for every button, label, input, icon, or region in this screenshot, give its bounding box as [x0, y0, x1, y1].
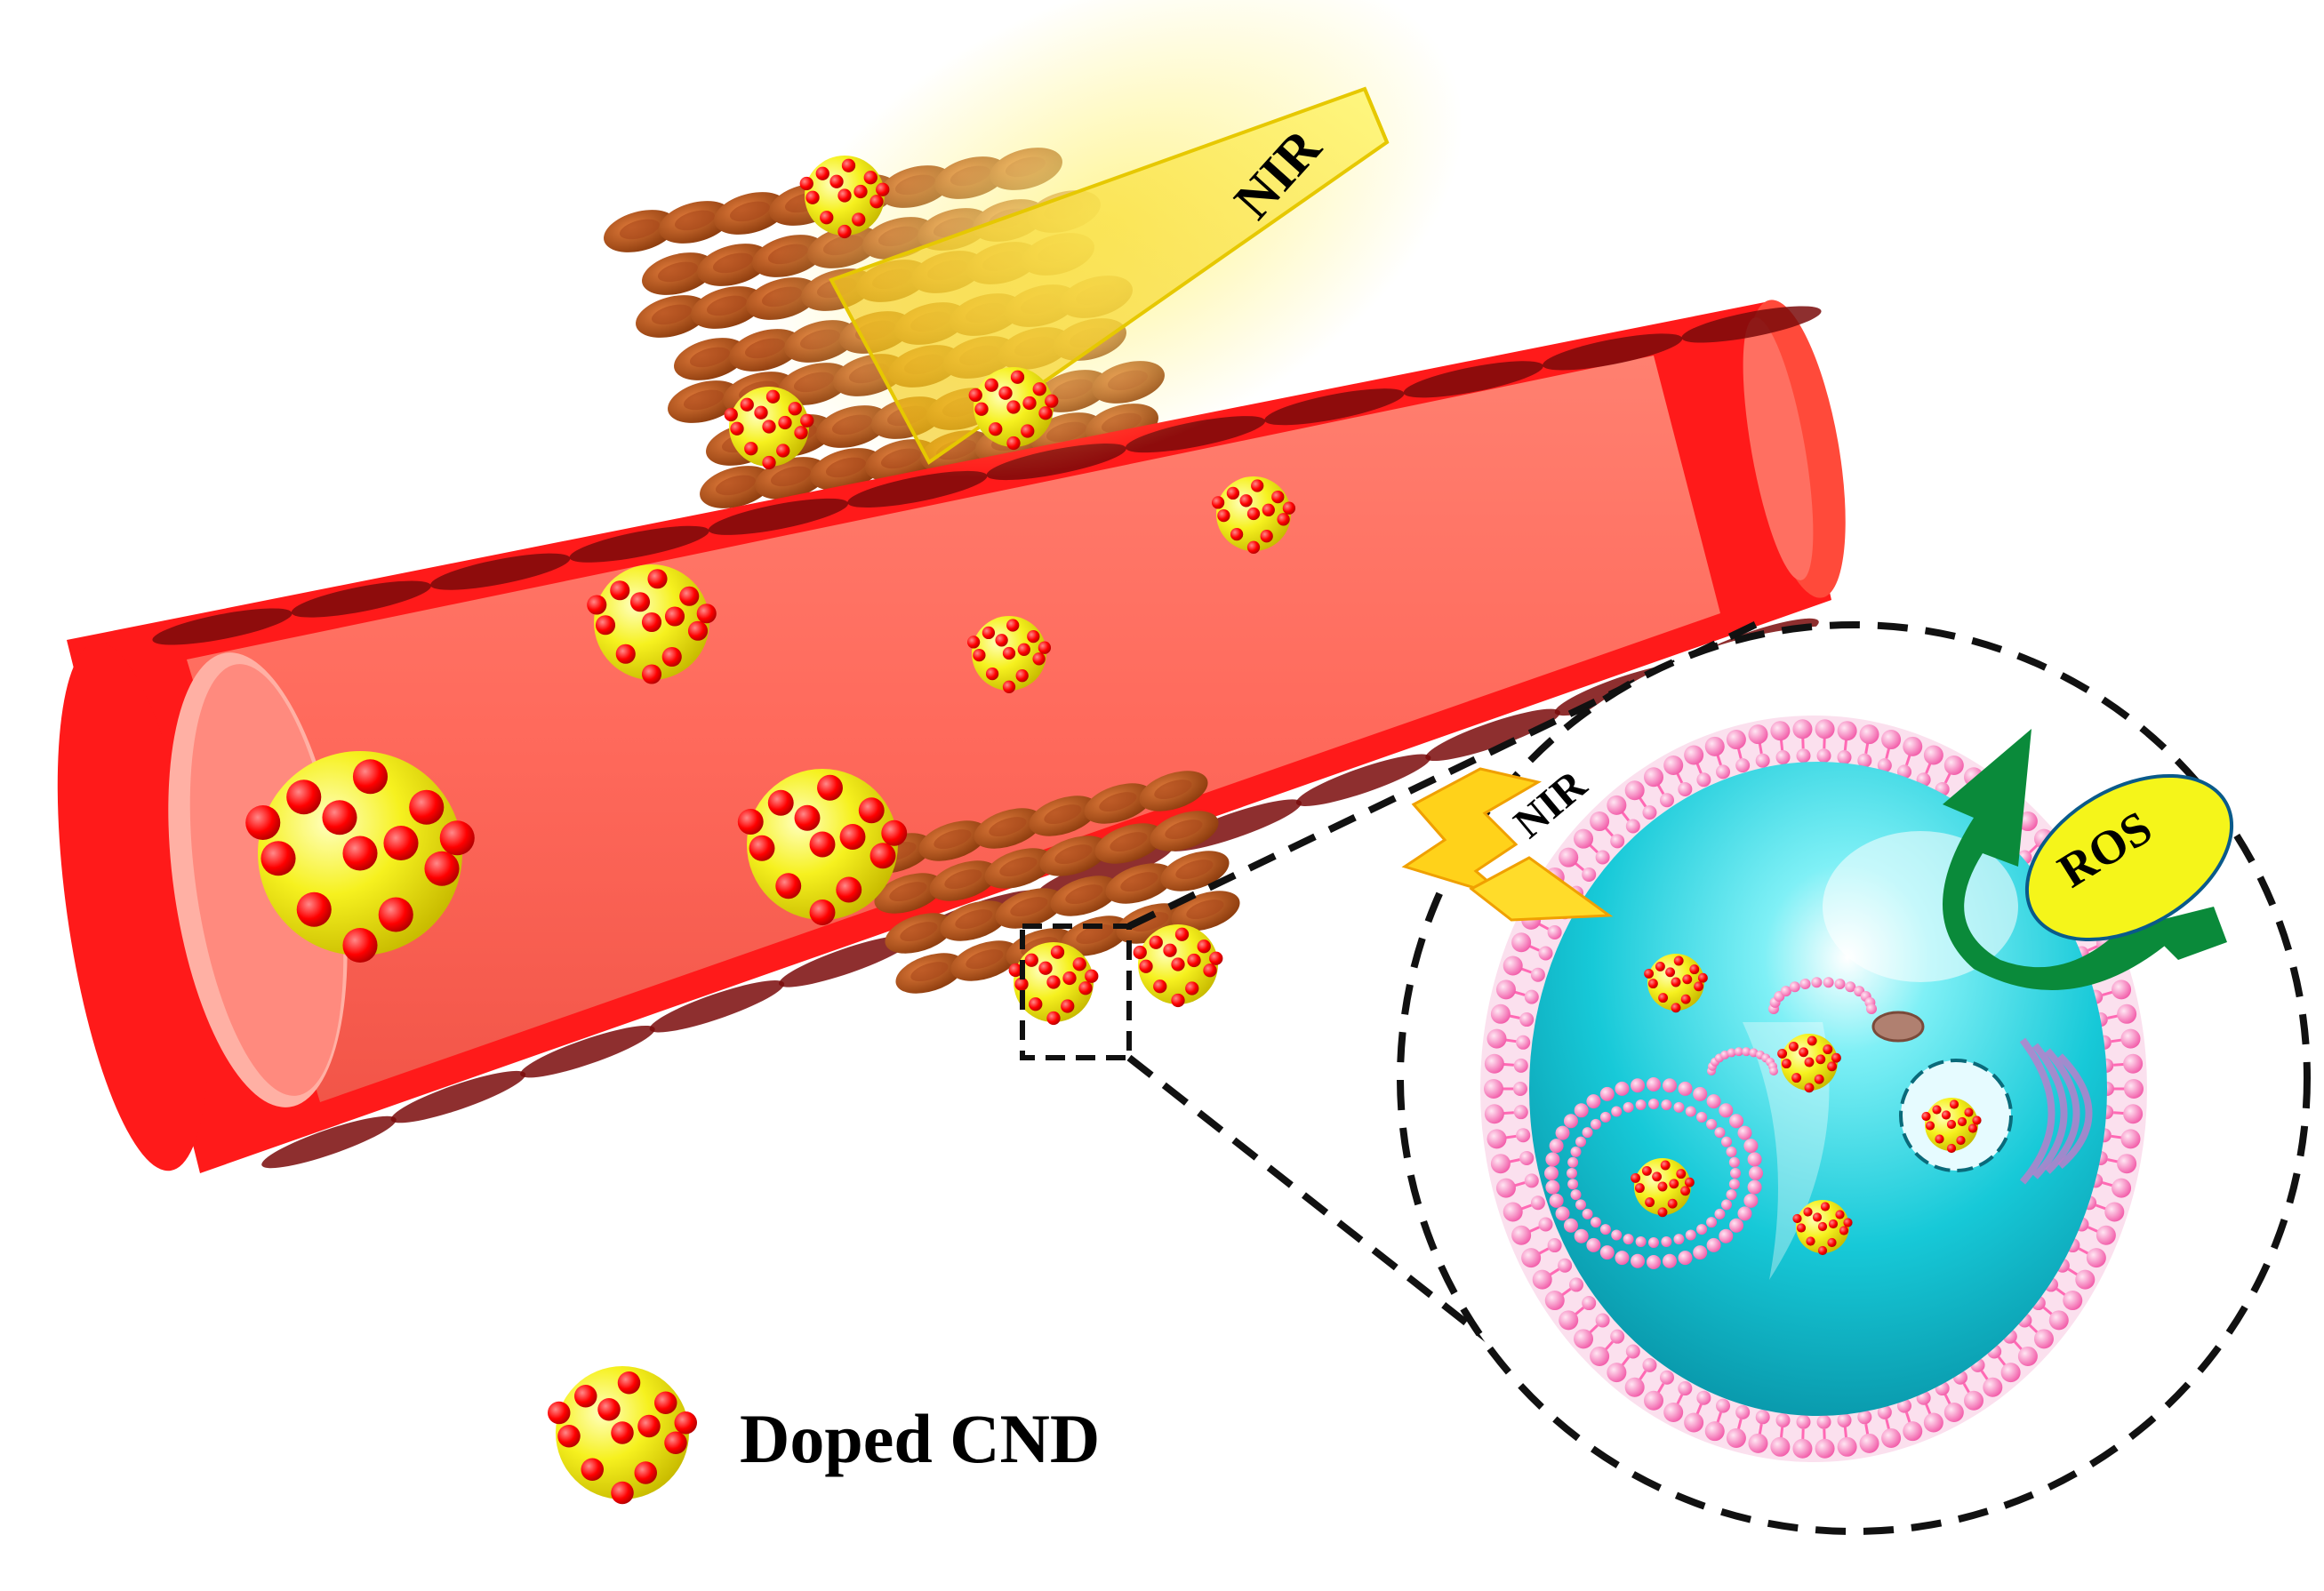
tumor-cell-disc	[1094, 823, 1164, 864]
tumor-cell-disc	[1105, 863, 1174, 904]
tumor-cell-disc	[1029, 796, 1098, 836]
doped-cnd	[724, 387, 814, 470]
tumor-cell-disc	[874, 873, 943, 914]
organelles	[1544, 954, 2093, 1269]
doped-cnd	[1631, 1158, 1695, 1218]
ros-ellipse	[2024, 773, 2234, 942]
tumor-cell-disc	[1150, 811, 1219, 851]
tumor-cell-disc	[984, 848, 1054, 889]
doped-cnd	[737, 769, 908, 925]
doped-cnd	[1644, 954, 1708, 1013]
ros-arrow	[1943, 729, 2169, 990]
blood-vessel	[57, 300, 1846, 1173]
doped-cnd	[1792, 1200, 1853, 1256]
doped-cnd	[966, 616, 1052, 693]
nir-beam: NIR	[759, 0, 1463, 478]
tumor-cell-disc	[929, 860, 998, 901]
tumor-tissue-lower	[863, 771, 1240, 994]
tumor-cell-disc	[691, 286, 764, 329]
doped-cnd	[1008, 942, 1099, 1026]
tumor-cell-disc	[885, 913, 954, 954]
legend-cnd-icon	[548, 1366, 697, 1505]
doped-cnd	[799, 156, 890, 239]
tumor-cell-disc	[1061, 915, 1130, 956]
tumor-cell	[1480, 716, 2147, 1462]
tumor-cell-disc	[995, 888, 1064, 929]
tumor-cell-disc	[714, 192, 787, 235]
mitochondrion	[1871, 1011, 1925, 1043]
doped-cnd	[1921, 1098, 1982, 1154]
tumor-cell-disc	[1084, 783, 1153, 824]
ros-indicator: ROS	[1943, 729, 2234, 990]
legend: Doped CND	[548, 1366, 1100, 1505]
tumor-cell-disc	[1050, 875, 1119, 916]
tumor-cell-disc	[659, 201, 732, 244]
tumor-cell-disc	[918, 820, 988, 861]
tumor-cell-disc	[974, 808, 1043, 849]
doped-cnd	[968, 367, 1059, 451]
doped-cnd	[245, 751, 475, 963]
tumor-cell-disc	[697, 244, 770, 286]
legend-cnd	[548, 1366, 697, 1505]
endothelial-cells	[152, 306, 1822, 1169]
tumor-cell-disc	[1139, 771, 1208, 811]
zoom-selection-box	[1020, 923, 1132, 1060]
tumor-cell-disc	[604, 210, 677, 252]
legend-label: Doped CND	[740, 1400, 1100, 1477]
tumor-cell-disc	[895, 953, 965, 994]
tumor-cell-disc	[642, 252, 715, 295]
tumor-cell-disc	[1039, 835, 1109, 876]
doped-cnd	[1211, 476, 1296, 554]
cnd-particles	[245, 156, 1296, 1026]
doped-cnd	[587, 564, 717, 684]
tumor-cell-disc	[950, 940, 1020, 981]
tumor-cell-disc	[668, 380, 741, 423]
doped-cnd	[1133, 924, 1223, 1008]
tumor-cell-disc	[674, 338, 747, 380]
tumor-cell-disc	[636, 295, 709, 338]
tumor-cell-disc	[1160, 851, 1230, 891]
doped-cnd	[1777, 1034, 1841, 1093]
tumor-cell-disc	[700, 466, 773, 508]
tumor-cell-disc	[940, 900, 1009, 941]
